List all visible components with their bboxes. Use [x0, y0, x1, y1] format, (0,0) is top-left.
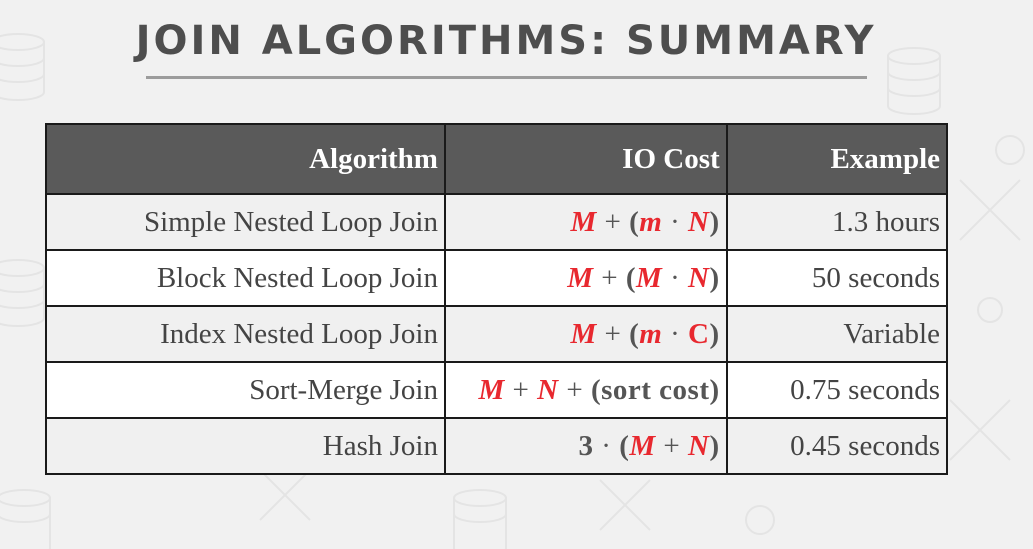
cost-operator: + [604, 205, 622, 238]
cost-operator: + [663, 429, 681, 462]
database-icon [0, 489, 51, 549]
cost-term: N [688, 429, 710, 462]
table-header-row: Algorithm IO Cost Example [45, 123, 949, 195]
example-cell: Variable [725, 305, 949, 363]
cost-term: M [629, 429, 656, 462]
algorithm-cell: Block Nested Loop Join [45, 249, 446, 307]
cost-term: N [688, 205, 710, 238]
database-icon [0, 259, 45, 327]
io-cost-cell: M + N + (sort cost) [443, 361, 728, 419]
table-row: Sort-Merge Join M + N + (sort cost) 0.75… [45, 361, 949, 419]
cost-operator: · [670, 261, 681, 294]
database-icon [453, 489, 507, 549]
cost-operator: · [601, 429, 612, 462]
example-cell: 0.45 seconds [725, 417, 949, 475]
summary-table: Algorithm IO Cost Example Simple Nested … [45, 123, 949, 475]
cost-operator: + [566, 373, 584, 406]
example-cell: 1.3 hours [725, 193, 949, 251]
database-icon [0, 33, 45, 101]
cost-paren: ) [709, 317, 720, 350]
database-icon [887, 47, 941, 115]
algorithm-cell: Hash Join [45, 417, 446, 475]
example-cell: 0.75 seconds [725, 361, 949, 419]
cost-term: (sort cost) [590, 373, 720, 406]
cost-paren: ) [709, 205, 720, 238]
cost-term: M [570, 317, 597, 350]
algorithm-cell: Simple Nested Loop Join [45, 193, 446, 251]
table-row: Index Nested Loop Join M + (m · C) Varia… [45, 305, 949, 363]
cost-paren: ( [629, 205, 640, 238]
cost-term: m [639, 317, 663, 350]
cost-term: M [570, 205, 597, 238]
example-cell: 50 seconds [725, 249, 949, 307]
cost-paren: ) [709, 429, 720, 462]
title-underline [146, 76, 867, 79]
cost-paren: ( [619, 429, 630, 462]
cost-term: M [567, 261, 594, 294]
cost-term: C [688, 317, 710, 350]
io-cost-cell: M + (M · N) [443, 249, 728, 307]
cost-operator: + [512, 373, 530, 406]
cost-paren: ( [625, 261, 637, 294]
cost-operator: + [601, 261, 619, 294]
cost-operator: · [670, 317, 681, 350]
cost-term: 3 [578, 429, 594, 462]
cost-operator: · [670, 205, 681, 238]
cost-paren: ) [709, 261, 720, 294]
slide-title: JOIN ALGORITHMS: SUMMARY [135, 18, 877, 64]
algorithm-cell: Index Nested Loop Join [45, 305, 446, 363]
cost-term: m [639, 205, 663, 238]
table-row: Block Nested Loop Join M + (M · N) 50 se… [45, 249, 949, 307]
header-io-cost: IO Cost [443, 123, 728, 195]
table-row: Hash Join 3 · (M + N) 0.45 seconds [45, 417, 949, 475]
cost-term: N [537, 373, 559, 406]
io-cost-cell: 3 · (M + N) [443, 417, 728, 475]
cost-term: M [636, 261, 663, 294]
io-cost-cell: M + (m · N) [443, 193, 728, 251]
header-algorithm: Algorithm [45, 123, 446, 195]
table-row: Simple Nested Loop Join M + (m · N) 1.3 … [45, 193, 949, 251]
io-cost-cell: M + (m · C) [443, 305, 728, 363]
cost-term: N [688, 261, 710, 294]
algorithm-cell: Sort-Merge Join [45, 361, 446, 419]
header-example: Example [725, 123, 949, 195]
cost-operator: + [604, 317, 622, 350]
cost-term: M [478, 373, 505, 406]
cost-paren: ( [629, 317, 640, 350]
